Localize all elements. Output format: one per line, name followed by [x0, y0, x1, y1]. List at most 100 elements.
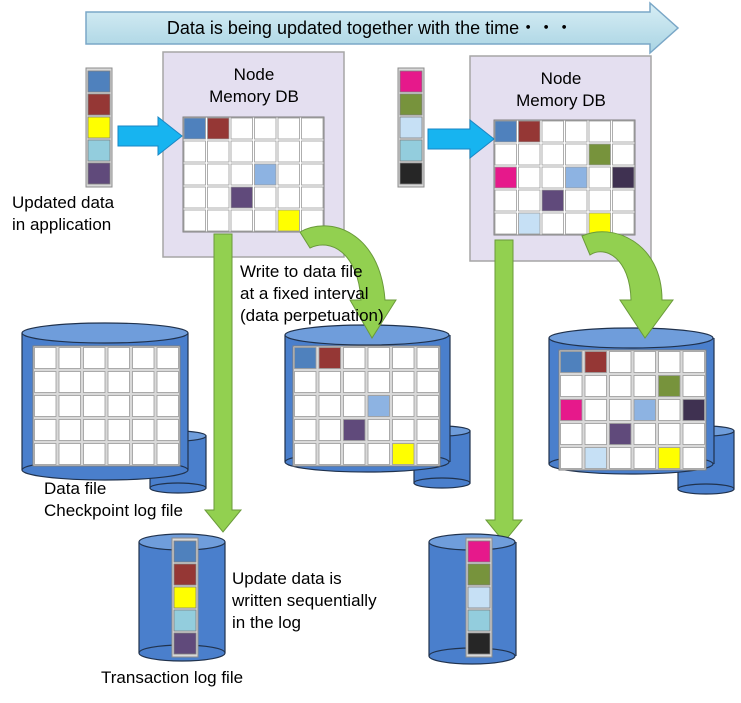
- stack-cell-paleblue: [399, 116, 423, 139]
- grid-cell-empty: [518, 166, 541, 189]
- grid-cell-empty: [318, 443, 341, 465]
- grid-cell-purple: [541, 189, 564, 212]
- stack-cell-yellow: [173, 586, 197, 609]
- node-1-title-line1: Node: [234, 65, 275, 84]
- grid-cell-empty: [367, 371, 390, 393]
- grid-cell-empty: [34, 371, 57, 393]
- grid-cell-empty: [107, 443, 130, 465]
- stack-cell-blue: [87, 70, 111, 93]
- grid-cell-empty: [34, 395, 57, 417]
- grid-cell-purple: [230, 186, 253, 209]
- grid-cell-empty: [132, 443, 155, 465]
- grid-cell-yellow: [392, 443, 415, 465]
- grid-cell-empty: [183, 186, 206, 209]
- grid-cell-empty: [518, 143, 541, 166]
- grid-cell-empty: [156, 395, 179, 417]
- grid-cell-empty: [156, 347, 179, 369]
- node-2-title-line1: Node: [541, 69, 582, 88]
- grid-cell-empty: [565, 120, 588, 143]
- grid-cell-empty: [254, 209, 277, 232]
- grid-cell-skyblue: [367, 395, 390, 417]
- grid-cell-empty: [277, 117, 300, 140]
- grid-cell-empty: [318, 395, 341, 417]
- stack-cell-darkred: [87, 93, 111, 116]
- grid-cell-empty: [156, 419, 179, 441]
- stack-cell-purple: [87, 162, 111, 185]
- grid-cell-empty: [294, 371, 317, 393]
- stack-cell-lightblue: [173, 609, 197, 632]
- grid-cell-empty: [609, 447, 632, 469]
- grid-cell-empty: [230, 140, 253, 163]
- grid-cell-empty: [612, 189, 635, 212]
- data-file-label-line2: Checkpoint log file: [44, 501, 183, 520]
- grid-cell-empty: [367, 443, 390, 465]
- grid-cell-empty: [584, 423, 607, 445]
- grid-cell-empty: [34, 347, 57, 369]
- grid-cell-empty: [612, 143, 635, 166]
- node-2-memory-grid: [493, 119, 636, 236]
- write-label-line1: Write to data file: [240, 262, 363, 281]
- grid-cell-empty: [132, 395, 155, 417]
- stack-cell-lightblue: [399, 139, 423, 162]
- stack-cell-black: [399, 162, 423, 185]
- grid-cell-empty: [416, 443, 439, 465]
- grid-cell-empty: [83, 371, 106, 393]
- grid-cell-empty: [416, 347, 439, 369]
- grid-cell-yellow: [277, 209, 300, 232]
- grid-cell-paleblue: [518, 212, 541, 235]
- grid-cell-empty: [58, 395, 81, 417]
- grid-cell-empty: [658, 423, 681, 445]
- grid-cell-yellow: [588, 212, 611, 235]
- grid-cell-empty: [392, 371, 415, 393]
- transaction-log-1-stack: [171, 537, 199, 658]
- grid-cell-empty: [294, 419, 317, 441]
- grid-cell-purple: [343, 419, 366, 441]
- stack-cell-lightblue: [87, 139, 111, 162]
- grid-cell-empty: [83, 395, 106, 417]
- grid-cell-empty: [565, 143, 588, 166]
- grid-cell-empty: [343, 395, 366, 417]
- timeline-label: Data is being updated together with the …: [167, 18, 573, 38]
- grid-cell-empty: [301, 117, 324, 140]
- stack-cell-pink: [399, 70, 423, 93]
- grid-frame: [292, 345, 441, 467]
- grid-cell-empty: [633, 351, 656, 373]
- grid-cell-empty: [156, 371, 179, 393]
- grid-cell-empty: [34, 443, 57, 465]
- grid-cell-empty: [609, 399, 632, 421]
- grid-cell-empty: [658, 399, 681, 421]
- sequential-label-line1: Update data is: [232, 569, 342, 588]
- write-label-line2: at a fixed interval: [240, 284, 369, 303]
- grid-cell-empty: [132, 347, 155, 369]
- sequential-label-line3: in the log: [232, 613, 301, 632]
- grid-cell-empty: [83, 443, 106, 465]
- grid-cell-empty: [565, 212, 588, 235]
- grid-cell-empty: [682, 375, 705, 397]
- grid-cell-skyblue: [633, 399, 656, 421]
- grid-cell-empty: [58, 347, 81, 369]
- grid-cell-blue: [294, 347, 317, 369]
- sequential-label-line2: written sequentially: [231, 591, 377, 610]
- grid-cell-empty: [633, 447, 656, 469]
- grid-cell-empty: [541, 120, 564, 143]
- grid-cell-empty: [230, 163, 253, 186]
- stack-cell-blue: [173, 540, 197, 563]
- grid-cell-empty: [343, 371, 366, 393]
- node-1-title-line2: Memory DB: [209, 87, 299, 106]
- grid-cell-empty: [682, 351, 705, 373]
- grid-cell-empty: [230, 209, 253, 232]
- grid-cell-empty: [107, 347, 130, 369]
- write-label-line3: (data perpetuation): [240, 306, 384, 325]
- grid-cell-skyblue: [254, 163, 277, 186]
- grid-cell-empty: [301, 140, 324, 163]
- grid-cell-green: [588, 143, 611, 166]
- grid-cell-empty: [658, 351, 681, 373]
- grid-cell-empty: [294, 443, 317, 465]
- grid-cell-empty: [609, 351, 632, 373]
- grid-cell-empty: [518, 189, 541, 212]
- data-file-label-line1: Data file: [44, 479, 106, 498]
- updated-data-label-line1: Updated data: [12, 193, 115, 212]
- grid-cell-empty: [277, 163, 300, 186]
- grid-cell-empty: [609, 375, 632, 397]
- grid-cell-empty: [277, 186, 300, 209]
